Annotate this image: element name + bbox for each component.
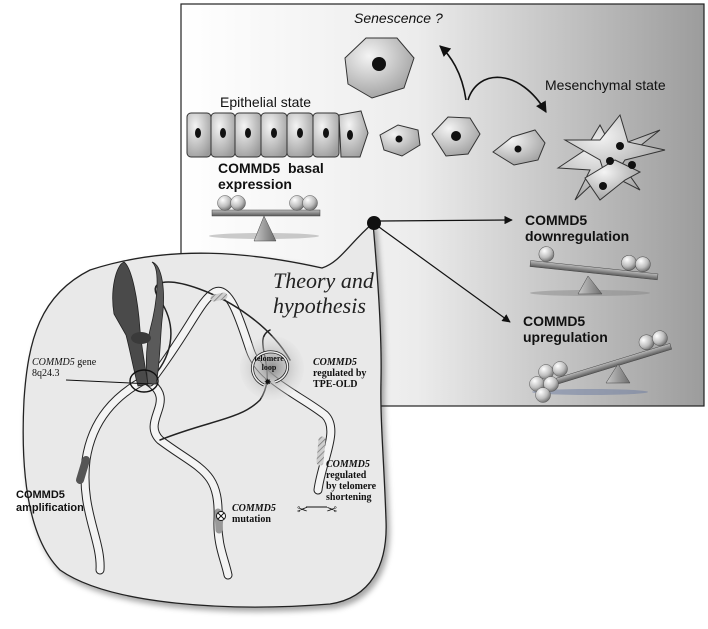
balance-basal [209, 195, 321, 242]
transition-cells [379, 116, 546, 166]
gene-name: COMMD5 [32, 357, 75, 368]
theory-line-1: Theory and [273, 268, 374, 293]
svg-text:✂: ✂ [297, 503, 308, 518]
amp-line-1: COMMD5 [16, 489, 65, 501]
tpe-line-1: COMMD5 [313, 357, 357, 368]
senescence-cell [344, 37, 415, 99]
amplification-label: COMMD5 amplification [16, 489, 84, 515]
gene-locus-circle [129, 369, 159, 393]
scissors-icon: ✂ ✂ [297, 503, 337, 518]
tpe-old-label: COMMD5 regulated by TPE-OLD [313, 357, 366, 390]
epithelial-cells [186, 110, 369, 158]
short-line-2: regulated [326, 470, 367, 481]
epithelial-state-label: Epithelial state [220, 94, 312, 110]
balance-down [529, 246, 659, 296]
basal-line-2: expression [218, 176, 292, 192]
arrow-to-mesenchymal [467, 76, 547, 113]
down-line-2: downregulation [525, 228, 630, 244]
svg-text:✸: ✸ [264, 378, 272, 388]
mutation-icon [216, 511, 226, 521]
arrow-to-downregulation [379, 215, 513, 225]
hypothesis-bubble [22, 221, 387, 608]
arrow-to-senescence [439, 45, 467, 101]
up-line-1: COMMD5 [523, 313, 586, 329]
gene-label: COMMD5 gene 8q24.3 [32, 357, 96, 379]
mesenchymal-state-label: Mesenchymal state [545, 77, 666, 93]
gene-suffix: gene [74, 357, 97, 368]
theory-hypothesis-title: Theory and hypothesis [273, 268, 374, 318]
balance-up [529, 330, 672, 403]
tpe-line-3: TPE-OLD [313, 379, 358, 390]
short-line-1: COMMD5 [326, 459, 370, 470]
gene-locus: 8q24.3 [32, 368, 60, 379]
basal-expression-label: COMMD5 basal expression [218, 160, 324, 192]
mutation-label: COMMD5 mutation [232, 503, 276, 525]
senescence-label: Senescence ? [354, 10, 443, 26]
short-line-4: shortening [326, 492, 372, 503]
theory-line-2: hypothesis [273, 293, 366, 318]
mesenchymal-cells [556, 113, 666, 201]
mutation-line-2: mutation [232, 514, 271, 525]
telomere-loop-label: telomere loop [254, 354, 284, 372]
arrow-to-upregulation [378, 226, 511, 323]
downregulation-label: COMMD5 downregulation [525, 212, 629, 244]
up-line-2: upregulation [523, 329, 608, 345]
telomere-shortening-label: COMMD5 regulated by telomere shortening [326, 459, 376, 503]
short-line-3: by telomere [326, 481, 377, 492]
svg-text:✂: ✂ [326, 503, 337, 518]
chromosome [65, 261, 164, 393]
origin-dot [367, 216, 381, 230]
gene-pointer-line [65, 379, 153, 385]
telomere-loop: ✸ [240, 336, 304, 400]
upregulation-label: COMMD5 upregulation [523, 313, 608, 345]
mutation-line-1: COMMD5 [232, 503, 276, 514]
down-line-1: COMMD5 [525, 212, 588, 228]
basal-line-1: COMMD5 basal [218, 160, 324, 176]
tpe-line-2: regulated by [313, 368, 367, 379]
amp-line-2: amplification [16, 502, 84, 514]
